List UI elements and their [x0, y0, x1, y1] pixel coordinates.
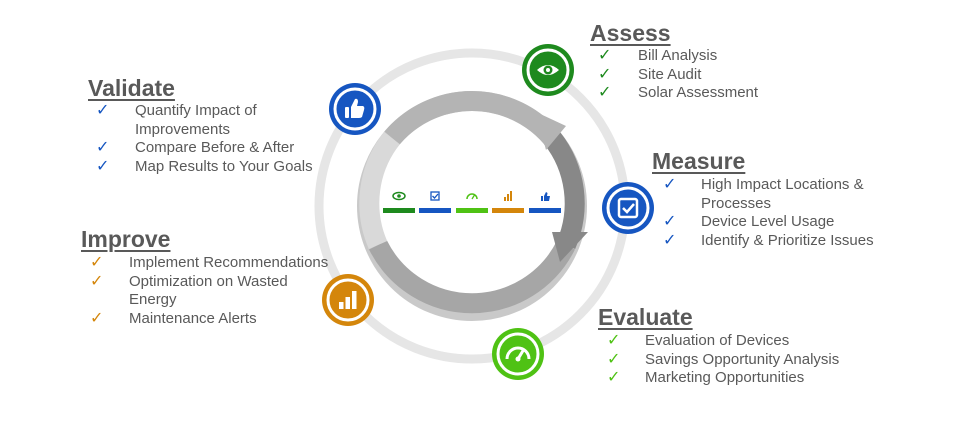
bar-chart-icon	[339, 291, 357, 309]
evaluate-stage-icon	[492, 328, 544, 380]
check-icon: ✓	[96, 139, 110, 156]
measure-title: Measure	[652, 148, 746, 174]
measure-section: Measure ✓High Impact Locations & Process…	[652, 148, 901, 250]
check-icon: ✓	[663, 213, 677, 230]
assess-stage-icon	[522, 44, 574, 96]
thumbs-up-icon	[345, 98, 365, 118]
ring-segment-left	[359, 131, 401, 249]
improve-stage-icon	[322, 274, 374, 326]
validate-stage-icon	[329, 83, 381, 135]
check-icon: ✓	[90, 272, 104, 290]
list-item: ✓Device Level Usage	[663, 213, 835, 230]
legend-thumbs-up-icon	[541, 192, 550, 201]
ring-segment-top	[384, 91, 560, 145]
list-item: ✓Implement Recommendations	[90, 254, 329, 271]
check-icon: ✓	[96, 102, 110, 119]
legend-bar-measure	[419, 208, 451, 213]
check-icon: ✓	[607, 369, 621, 386]
validate-list: ✓Quantify Impact of Improvements ✓Compar…	[88, 102, 335, 176]
check-icon: ✓	[96, 157, 110, 175]
gauge-icon	[505, 346, 531, 362]
legend-bar-assess	[383, 208, 415, 213]
check-icon: ✓	[607, 350, 621, 368]
center-legend	[383, 191, 561, 213]
validate-title: Validate	[88, 75, 175, 101]
list-item: ✓Site Audit	[598, 65, 702, 83]
list-item: ✓Map Results to Your Goals	[96, 157, 313, 175]
list-item: ✓Identify & Prioritize Issues	[663, 231, 874, 249]
check-icon: ✓	[90, 254, 104, 271]
check-icon: ✓	[607, 332, 621, 349]
assess-list: ✓Bill Analysis ✓Site Audit ✓Solar Assess…	[590, 47, 838, 103]
check-icon: ✓	[598, 84, 612, 101]
evaluate-section: Evaluate ✓Evaluation of Devices ✓Savings…	[598, 304, 885, 388]
list-item: ✓Compare Before & After	[96, 139, 295, 156]
improve-section: Improve ✓Implement Recommendations ✓Opti…	[81, 226, 329, 328]
list-item: ✓Quantify Impact of Improvements	[96, 102, 257, 138]
check-icon: ✓	[598, 47, 612, 64]
assess-section: Assess ✓Bill Analysis ✓Site Audit ✓Solar…	[590, 20, 838, 103]
evaluate-list: ✓Evaluation of Devices ✓Savings Opportun…	[598, 332, 885, 388]
validate-section: Validate ✓Quantify Impact of Improvement…	[88, 75, 335, 176]
improve-list: ✓Implement Recommendations ✓Optimization…	[81, 254, 329, 328]
list-item: ✓Optimization on Wasted Energy	[90, 272, 288, 309]
measure-stage-icon	[602, 182, 654, 234]
ring-arrow-right	[552, 232, 588, 262]
list-item: ✓Savings Opportunity Analysis	[607, 350, 840, 368]
list-item: ✓Maintenance Alerts	[90, 309, 257, 327]
check-icon: ✓	[663, 231, 677, 249]
eye-icon	[537, 65, 559, 75]
check-icon: ✓	[663, 176, 677, 193]
evaluate-title: Evaluate	[598, 304, 693, 330]
improve-title: Improve	[81, 226, 171, 252]
legend-gauge-icon	[466, 193, 478, 200]
legend-bar-chart-icon	[504, 191, 512, 201]
check-icon: ✓	[598, 65, 612, 83]
list-item: ✓Evaluation of Devices	[607, 332, 790, 349]
list-item: ✓Marketing Opportunities	[607, 369, 805, 386]
ring-segment-right	[543, 131, 585, 249]
assess-title: Assess	[590, 20, 671, 46]
checkbox-icon	[617, 197, 639, 219]
list-item: ✓Solar Assessment	[598, 84, 759, 101]
list-item: ✓High Impact Locations & Processes	[663, 176, 864, 212]
legend-eye-icon	[392, 191, 406, 201]
check-icon: ✓	[90, 309, 104, 327]
legend-checkbox-icon	[430, 191, 440, 201]
legend-bar-improve	[492, 208, 524, 213]
ring-segment-bottom	[369, 240, 575, 314]
ring-arrow-top	[536, 112, 566, 150]
list-item: ✓Bill Analysis	[598, 47, 718, 64]
measure-list: ✓High Impact Locations & Processes ✓Devi…	[652, 176, 901, 250]
legend-bar-evaluate	[456, 208, 488, 213]
legend-bar-validate	[529, 208, 561, 213]
